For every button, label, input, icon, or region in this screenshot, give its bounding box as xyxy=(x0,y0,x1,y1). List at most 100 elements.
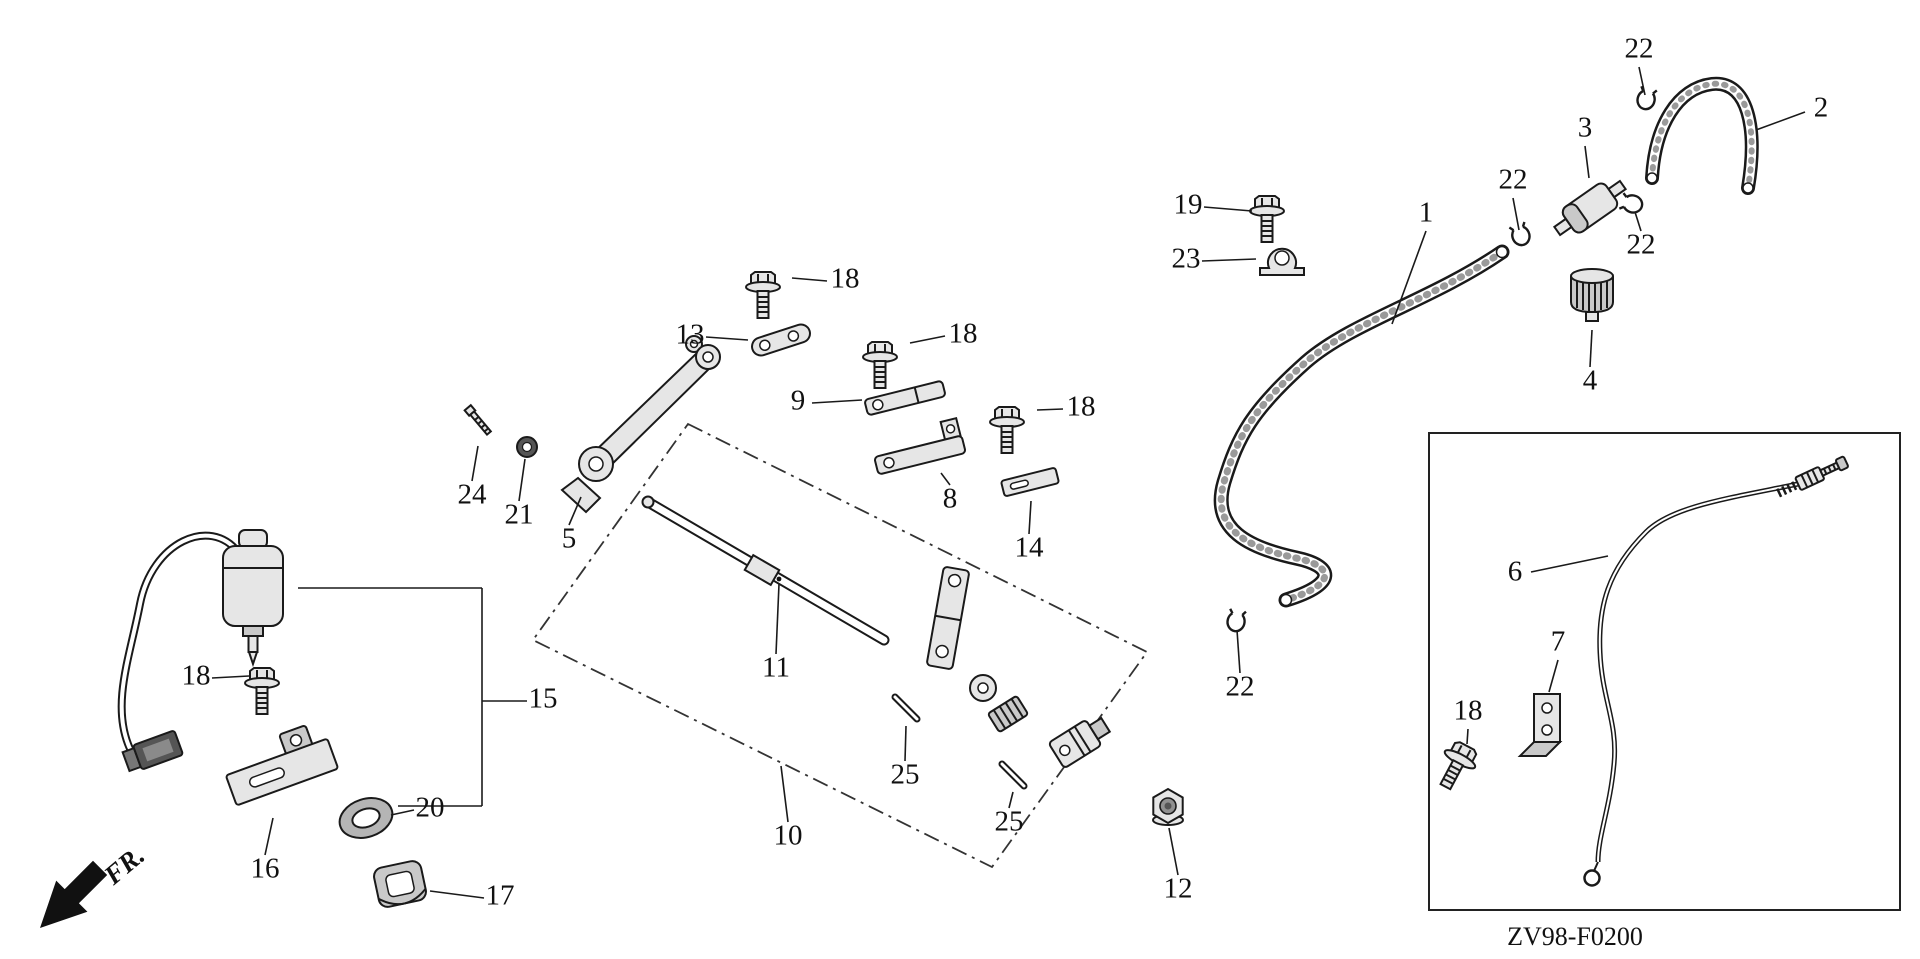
part-3-inline-filter xyxy=(1552,179,1628,237)
part-number-label: 22 xyxy=(1499,164,1528,196)
part-11-shaft xyxy=(641,495,890,646)
fr-label: FR. xyxy=(97,840,150,891)
leader-line xyxy=(1028,500,1032,535)
part-13-plate xyxy=(751,323,811,357)
part-number-label: 16 xyxy=(251,853,280,885)
part-21-washer xyxy=(516,436,538,458)
part-number-label: 7 xyxy=(1551,626,1566,658)
part-number-label: 1 xyxy=(1419,197,1434,229)
part-number-label: 22 xyxy=(1627,229,1656,261)
leader-line xyxy=(1634,211,1642,232)
part-number-label: 12 xyxy=(1164,873,1193,905)
part-number-label: 20 xyxy=(416,792,445,824)
part-number-label: 5 xyxy=(562,523,577,555)
leader-line xyxy=(1036,408,1064,411)
part-number-label: 22 xyxy=(1226,671,1255,703)
part-5-lever xyxy=(560,335,721,514)
part-22-clip xyxy=(1224,607,1248,634)
bolt-18 xyxy=(989,406,1025,454)
leader-line xyxy=(705,336,749,341)
part-9-plate xyxy=(864,380,946,416)
linkage-joint-a xyxy=(969,674,1029,733)
leader-line xyxy=(1548,659,1559,693)
detail-box-frame xyxy=(1428,432,1901,911)
part-number-label: 4 xyxy=(1583,365,1598,397)
part-number-label: 18 xyxy=(1454,695,1483,727)
leader-line xyxy=(1201,258,1257,262)
part-number-label: 18 xyxy=(831,263,860,295)
part-number-label: 13 xyxy=(676,319,705,351)
part-number-label: 22 xyxy=(1625,33,1654,65)
leader-line xyxy=(568,496,582,526)
cable-end-fitting xyxy=(1776,455,1849,498)
leader-line xyxy=(780,765,789,823)
part-22-clip xyxy=(1507,220,1534,249)
leader-line xyxy=(429,890,485,899)
leader-line xyxy=(1391,230,1427,325)
part-8-bracket xyxy=(874,416,966,475)
part-22-clip xyxy=(1618,191,1646,216)
linkage-joint-b xyxy=(1048,716,1112,768)
coil-body xyxy=(222,529,284,668)
part-number-label: 24 xyxy=(458,479,488,511)
leader-line xyxy=(1466,728,1469,745)
fr-arrow-icon xyxy=(40,860,108,928)
part-12-nut xyxy=(1152,787,1184,826)
part-number-label: 25 xyxy=(891,759,920,791)
part-20-seal-ring xyxy=(338,797,394,839)
part-number-label: 14 xyxy=(1015,532,1045,564)
leader-line xyxy=(811,399,863,404)
part-number-label: 10 xyxy=(774,820,803,852)
leader-line xyxy=(264,817,274,856)
bolt-18 xyxy=(244,667,280,715)
part-15-assembly xyxy=(117,529,284,773)
shift-linkage-bracket xyxy=(926,566,970,670)
bolt-19 xyxy=(1249,195,1285,243)
leader-line xyxy=(909,335,946,344)
fr-indicator: FR. xyxy=(40,840,150,928)
part-6-cable xyxy=(1583,455,1849,887)
leader-line xyxy=(211,675,250,679)
wire-connector xyxy=(121,730,184,773)
part-number-label: 18 xyxy=(949,318,978,350)
diagram-code: ZV98-F0200 xyxy=(1507,922,1643,951)
part-22-clip xyxy=(1634,85,1659,113)
leader-line xyxy=(1203,206,1253,212)
part-number-label: 9 xyxy=(791,385,806,417)
leader-line xyxy=(791,277,828,282)
part-number-label: 6 xyxy=(1508,556,1523,588)
part-number-label: 18 xyxy=(182,660,211,692)
bolt-18 xyxy=(1429,737,1484,796)
part-number-label: 18 xyxy=(1067,391,1096,423)
leader-line xyxy=(775,583,780,655)
part-number-label: 15 xyxy=(529,683,558,715)
bolt-18 xyxy=(862,341,898,389)
part-number-label: 21 xyxy=(505,499,534,531)
leader-line xyxy=(1530,555,1609,573)
part-1-hose xyxy=(1213,244,1510,608)
part-24-screw xyxy=(463,403,493,437)
part-number-label: 23 xyxy=(1172,243,1201,275)
part-number-label: 11 xyxy=(762,652,790,684)
part-10-assembly-outline xyxy=(531,422,1149,869)
part-16-bracket xyxy=(225,725,339,806)
leader-line xyxy=(1008,791,1014,809)
leader-line xyxy=(518,458,526,502)
leader-line xyxy=(904,725,907,762)
part-number-label: 8 xyxy=(943,483,958,515)
part-25-pin xyxy=(895,697,917,719)
leader-line xyxy=(1236,629,1241,674)
part-23-clamp xyxy=(1259,247,1305,276)
leader-line xyxy=(1638,66,1646,96)
part-number-label: 25 xyxy=(995,806,1024,838)
leader-line xyxy=(1755,111,1806,131)
part-7-bracket xyxy=(1517,693,1563,757)
leader-line xyxy=(1589,329,1593,368)
part-17-rubber-mount xyxy=(373,860,427,908)
leader-line xyxy=(1584,145,1590,179)
part-number-label: 3 xyxy=(1578,112,1593,144)
leader-line xyxy=(940,472,951,486)
